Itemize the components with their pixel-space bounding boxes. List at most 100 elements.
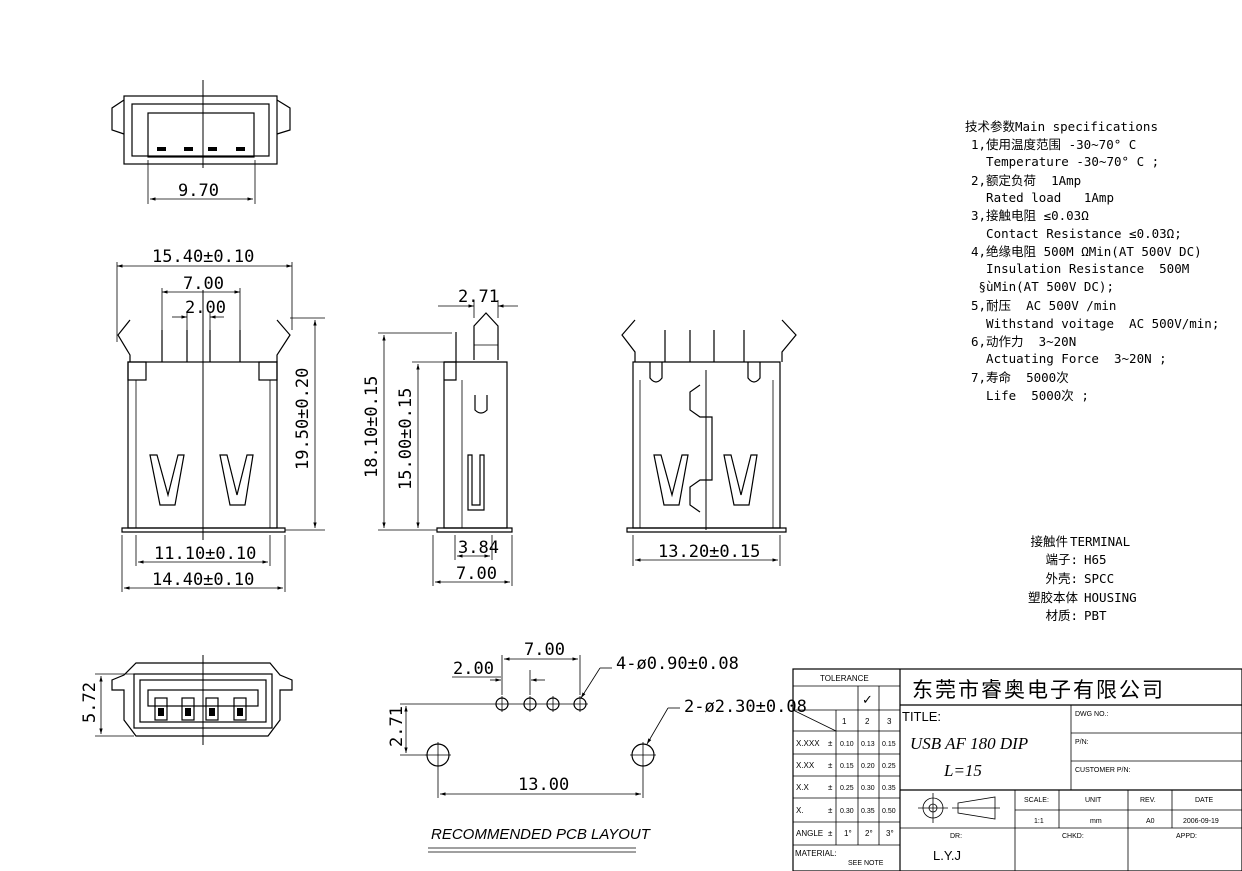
tolerance-label: TOLERANCE (820, 674, 869, 683)
tol-value: 0.50 (882, 808, 896, 815)
specifications: 技术参数Main specifications 1,使用温度范围 -30~70°… (965, 119, 1219, 403)
customer-pn-label: CUSTOMER P/N: (1075, 767, 1131, 774)
rev-label: REV. (1140, 797, 1156, 804)
spec-line: Contact Resistance ≤0.03Ω; (971, 226, 1182, 241)
dr-label: DR: (950, 833, 962, 840)
dr-value: L.Y.J (933, 848, 961, 863)
projection-symbol-icon (918, 793, 1000, 823)
material-label: 接触件 (1030, 534, 1068, 549)
side-view: 2.71 18.10±0.15 15.00±0.15 3.84 7.00 (362, 287, 518, 586)
pcb-big-hole: 2-ø2.30±0.08 (684, 697, 807, 717)
tol-value: 1° (844, 829, 852, 838)
material-label: 外壳: (1045, 571, 1078, 586)
title-line-2: L=15 (943, 761, 982, 780)
spec-line: Life 5000次 ; (971, 388, 1089, 403)
tol-value: 0.25 (840, 785, 854, 792)
tol-value: 0.30 (861, 785, 875, 792)
pcb-dim-span: 13.00 (518, 775, 569, 795)
date-label: DATE (1195, 797, 1213, 804)
pcb-dim-pitch-inner: 2.00 (453, 659, 494, 679)
material-value: TERMINAL (1070, 534, 1130, 549)
spec-line: 6,动作力 3~20N (971, 334, 1076, 349)
appd-label: APPD: (1176, 833, 1197, 840)
front-view: 15.40±0.10 7.00 2.00 19.50±0.20 11.10±0 (116, 247, 325, 592)
dim-front-bottom-inner: 11.10±0.10 (154, 544, 256, 564)
tol-col-head: 3 (887, 717, 892, 726)
material-value: PBT (1084, 608, 1107, 623)
dim-top-width: 9.70 (178, 181, 219, 201)
date-value: 2006-09-19 (1183, 818, 1219, 825)
material-label: 塑胶本体 (1028, 590, 1079, 605)
check-mark: ✓ (862, 692, 873, 707)
material-label: 材质: (1045, 608, 1078, 623)
dim-front-bottom-outer: 14.40±0.10 (152, 570, 254, 590)
pn-label: P/N: (1075, 739, 1089, 746)
chkd-label: CHKD: (1062, 833, 1084, 840)
tol-row-pm: ± (828, 761, 833, 770)
dim-front-height: 19.50±0.20 (293, 368, 313, 470)
unit-label: UNIT (1085, 797, 1102, 804)
tol-value: 0.13 (861, 741, 875, 748)
tol-row-pm: ± (828, 783, 833, 792)
end-view: 5.72 (80, 655, 293, 745)
dim-front-top-width: 15.40±0.10 (152, 247, 254, 267)
material-label: 端子: (1045, 552, 1078, 567)
tol-value: 0.30 (840, 808, 854, 815)
dim-side-foot: 3.84 (458, 538, 499, 558)
spec-line: Withstand voitage AC 500V/min; (971, 316, 1219, 331)
dwg-no-label: DWG NO.: (1075, 711, 1108, 718)
material-value: HOUSING (1084, 590, 1137, 605)
company-name: 东莞市睿奥电子有限公司 (912, 678, 1165, 702)
rear-view: 13.20±0.15 (621, 319, 797, 566)
tol-row-label: X.XXX (796, 739, 820, 748)
spec-line: 7,寿命 5000次 (971, 370, 1069, 385)
tol-row-pm: ± (828, 806, 833, 815)
spec-header: 技术参数Main specifications (965, 119, 1158, 134)
spec-line: Actuating Force 3~20N ; (971, 351, 1167, 366)
tol-value: 0.25 (882, 763, 896, 770)
material-field-label: MATERIAL: (795, 849, 837, 858)
tol-value: 0.35 (861, 808, 875, 815)
tol-row-pm: ± (828, 739, 833, 748)
tol-value: 2° (865, 829, 873, 838)
tol-value: 0.20 (861, 763, 875, 770)
title-block: TOLERANCE ✓ 1 2 3 X.XXX ± 0.10 0.13 0.15… (792, 668, 1242, 871)
dim-end-height: 5.72 (80, 682, 100, 723)
material-value: H65 (1084, 552, 1107, 567)
material-value: SPCC (1084, 571, 1114, 586)
scale-value: 1:1 (1034, 818, 1044, 825)
dim-front-pitch-inner: 2.00 (185, 298, 226, 318)
top-view: 9.70 (111, 80, 291, 204)
tol-value: 3° (886, 829, 894, 838)
dim-side-total-height: 18.10±0.15 (362, 376, 382, 478)
unit-value: mm (1090, 818, 1102, 825)
title-line-1: USB AF 180 DIP (910, 734, 1028, 753)
spec-line: 2,额定负荷 1Amp (971, 173, 1081, 188)
materials: 接触件 TERMINAL 端子: H65 外壳: SPCC 塑胶本体 HOUSI… (1028, 534, 1137, 623)
spec-line: Temperature -30~70° C ; (971, 154, 1159, 169)
dim-rear-width: 13.20±0.15 (658, 542, 760, 562)
spec-line: 5,耐压 AC 500V /min (971, 298, 1116, 313)
pcb-layout: 7.00 2.00 4-ø0.90±0.08 2-ø2.30±0.08 2.71 (387, 640, 807, 853)
tol-col-head: 2 (865, 717, 870, 726)
dim-front-pitch-outer: 7.00 (183, 274, 224, 294)
tol-value: 0.15 (840, 763, 854, 770)
tol-row-label: X. (796, 806, 804, 815)
spec-line: Rated load 1Amp (971, 190, 1114, 205)
dim-side-pin-width: 2.71 (458, 287, 499, 307)
tol-value: 0.10 (840, 741, 854, 748)
pcb-caption: RECOMMENDED PCB LAYOUT (431, 826, 652, 843)
tol-row-label: X.X (796, 783, 810, 792)
tol-value: 0.35 (882, 785, 896, 792)
spec-line: 3,接触电阻 ≤0.03Ω (971, 208, 1089, 223)
spec-line: §ùMin(AT 500V DC); (971, 279, 1114, 294)
tol-row-pm: ± (828, 829, 833, 838)
tol-value: 0.15 (882, 741, 896, 748)
spec-line: 1,使用温度范围 -30~70° C (971, 137, 1136, 152)
pcb-dim-offset: 2.71 (387, 706, 407, 747)
pcb-dim-pitch-outer: 7.00 (524, 640, 565, 660)
dim-side-body-height: 15.00±0.15 (396, 388, 416, 490)
tol-col-head: 1 (842, 717, 847, 726)
rev-value: A0 (1146, 818, 1155, 825)
